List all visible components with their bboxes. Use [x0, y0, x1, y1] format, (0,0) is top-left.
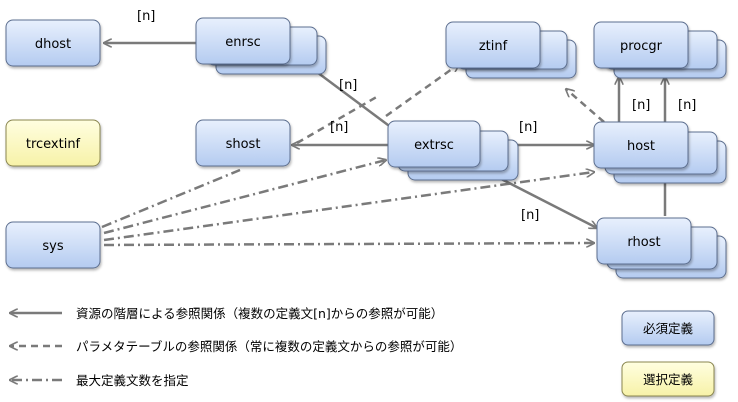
node-label-shost: shost [226, 137, 261, 152]
node-extrsc: extrsc [387, 120, 519, 181]
edge-shost-ztinf [296, 93, 381, 145]
node-trcextinf: trcextinf [5, 119, 101, 167]
legend-solid-text: 資源の階層による参照関係（複数の定義文[n]からの参照が可能） [76, 306, 443, 321]
edge-extrsc-ztinf [385, 64, 459, 118]
node-label-rhost: rhost [627, 235, 660, 250]
node-label-procgr: procgr [620, 39, 663, 54]
edge-sys-host [103, 172, 594, 242]
edge-label-extrsc-host: [n] [519, 120, 537, 135]
node-ztinf: ztinf [445, 21, 577, 79]
edge-label-enrsc-dhost: [n] [137, 9, 155, 24]
edge-label-host-procgr-a: [n] [632, 98, 650, 113]
edge-sys-shost [101, 168, 241, 229]
edge-sys-rhost [103, 243, 594, 245]
node-shost: shost [195, 119, 291, 167]
node-label-extrsc: extrsc [414, 138, 454, 153]
edge-sys-extrsc [103, 160, 386, 235]
legend-required-box: 必須定義 [621, 310, 715, 346]
edge-label-extrsc-enrsc: [n] [339, 78, 357, 93]
node-label-enrsc: enrsc [225, 35, 261, 50]
edge-label-host-procgr-b: [n] [678, 98, 696, 113]
node-sys: sys [5, 221, 101, 269]
edge-host-procgr-dashed [566, 89, 605, 123]
node-rhost: rhost [596, 217, 727, 279]
legend-optional-box: 選択定義 [621, 361, 715, 397]
node-procgr: procgr [593, 21, 727, 79]
node-dhost: dhost [5, 19, 101, 67]
node-label-sys: sys [42, 239, 63, 254]
legend-optional-label: 選択定義 [643, 372, 694, 387]
legend-dashed-text: パラメタテーブルの参照関係（常に複数の定義文からの参照が可能） [76, 339, 462, 354]
node-label-ztinf: ztinf [479, 39, 508, 54]
legend-dashdot-text: 最大定義文数を指定 [76, 373, 189, 388]
edge-label-extrsc-ztinf: [n] [330, 120, 348, 135]
node-enrsc: enrsc [195, 17, 327, 75]
node-host: host [593, 121, 727, 184]
node-label-trcextinf: trcextinf [26, 137, 81, 152]
legend-required-label: 必須定義 [643, 321, 694, 336]
node-label-host: host [627, 139, 655, 154]
edge-label-extrsc-rhost: [n] [521, 208, 539, 223]
node-label-dhost: dhost [35, 37, 71, 52]
